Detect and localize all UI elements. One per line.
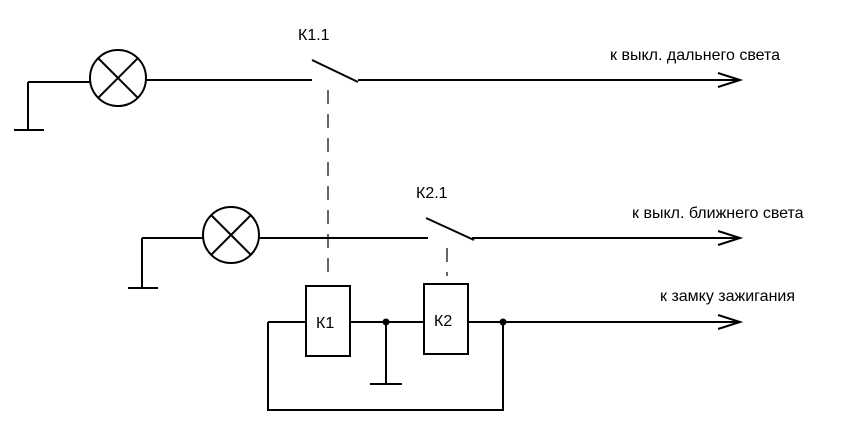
wire-return-loop bbox=[267, 322, 504, 411]
ground-symbol-relays bbox=[370, 322, 402, 385]
ground-symbol-top bbox=[14, 82, 44, 131]
output-ignition-label: к замку зажигания bbox=[660, 288, 795, 305]
switch-k1-1-label: К1.1 bbox=[298, 27, 330, 44]
relay-k2-label: К2 bbox=[434, 313, 452, 330]
arrow-low-beam bbox=[717, 230, 744, 246]
relay-k2 bbox=[423, 283, 469, 355]
output-low-beam-label: к выкл. ближнего света bbox=[632, 205, 804, 222]
switch-k2-1-blade bbox=[425, 217, 475, 241]
switch-k1-1-blade bbox=[311, 59, 359, 83]
output-high-beam-label: к выкл. дальнего света bbox=[610, 47, 780, 64]
arrow-high-beam bbox=[717, 72, 744, 88]
lamp-high-beam bbox=[89, 49, 147, 107]
relay-k1-label: К1 bbox=[316, 315, 334, 332]
arrow-ignition bbox=[717, 314, 744, 330]
lamp-low-beam bbox=[202, 206, 260, 264]
ground-symbol-middle bbox=[128, 238, 158, 289]
switch-k2-1-label: К2.1 bbox=[416, 185, 448, 202]
